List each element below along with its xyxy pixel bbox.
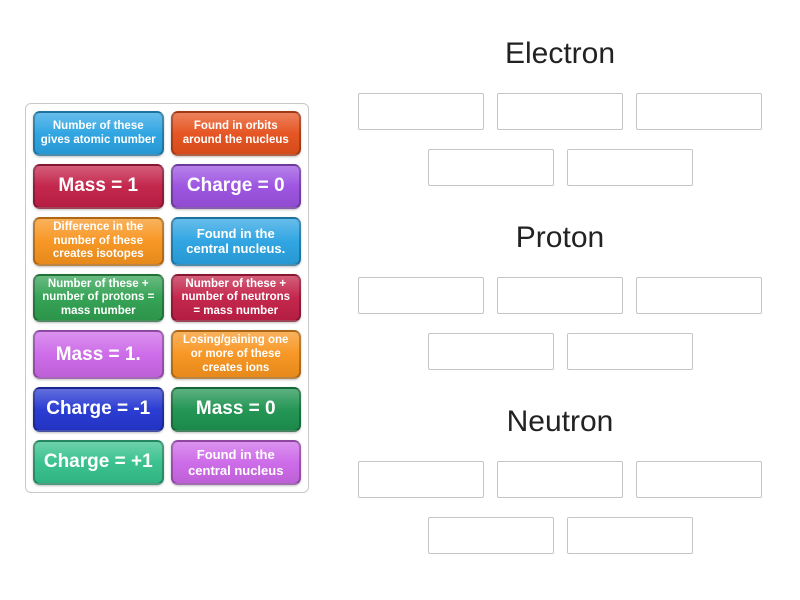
tile[interactable]: Number of these + number of neutrons = m… [170, 273, 301, 323]
tile-label: Losing/gaining one or more of these crea… [183, 334, 289, 374]
tile[interactable]: Difference in the number of these create… [33, 217, 164, 266]
drop-slot[interactable] [497, 277, 623, 314]
group-neutron: Neutron [352, 402, 768, 554]
tile[interactable]: Mass = 0 [170, 387, 301, 433]
group-electron: Electron [352, 34, 768, 186]
tile-label: Found in the central nucleus. [186, 226, 286, 257]
tile-label: Charge = +1 [43, 451, 153, 473]
tile[interactable]: Losing/gaining one or more of these crea… [170, 330, 301, 380]
tile-label: Mass = 0 [195, 398, 276, 420]
tile-label: Mass = 1 [58, 175, 139, 197]
group-proton: Proton [352, 218, 768, 370]
tile[interactable]: Charge = +1 [33, 440, 164, 486]
slot-row [352, 461, 768, 498]
tile-label: Number of these + number of neutrons = m… [181, 277, 291, 317]
group-header-neutron: Neutron [506, 405, 614, 438]
slot-row [352, 517, 768, 554]
tile-label: Mass = 1. [55, 343, 141, 365]
drop-slot[interactable] [566, 333, 693, 370]
slot-row [352, 149, 768, 186]
drop-slot[interactable] [427, 517, 554, 554]
slot-row [352, 333, 768, 370]
drop-slot[interactable] [358, 277, 484, 314]
tile[interactable]: Charge = 0 [170, 164, 301, 209]
tile-label: Found in the central nucleus [188, 447, 284, 478]
tile[interactable]: Number of these gives atomic number [33, 111, 164, 156]
drop-slot[interactable] [358, 93, 484, 130]
tile-label: Charge = -1 [46, 398, 151, 420]
tile[interactable]: Charge = -1 [33, 387, 164, 433]
drop-slot[interactable] [636, 277, 762, 314]
groups-area: Electron Proton Neutron [352, 34, 768, 554]
tile[interactable]: Found in the central nucleus. [170, 217, 301, 266]
tile-label: Difference in the number of these create… [52, 221, 144, 261]
drop-slot[interactable] [497, 93, 623, 130]
tile[interactable]: Mass = 1 [33, 164, 164, 209]
drop-slot[interactable] [427, 149, 554, 186]
drop-slot[interactable] [427, 333, 554, 370]
tile-label: Found in orbits around the nucleus [182, 119, 289, 146]
tile-label: Charge = 0 [186, 175, 285, 197]
drop-slot[interactable] [566, 149, 693, 186]
tile[interactable]: Mass = 1. [33, 330, 164, 380]
tile[interactable]: Number of these + number of protons = ma… [33, 273, 164, 323]
drop-slot[interactable] [358, 461, 484, 498]
tile-label: Number of these gives atomic number [40, 119, 156, 146]
slot-row [352, 277, 768, 314]
group-header-proton: Proton [515, 221, 605, 254]
group-header-electron: Electron [504, 37, 616, 70]
drop-slot[interactable] [636, 461, 762, 498]
slot-row [352, 93, 768, 130]
drop-slot[interactable] [566, 517, 693, 554]
drop-slot[interactable] [497, 461, 623, 498]
tile-label: Number of these + number of protons = ma… [42, 277, 155, 317]
tile[interactable]: Found in orbits around the nucleus [170, 111, 301, 156]
drop-slot[interactable] [636, 93, 762, 130]
tile[interactable]: Found in the central nucleus [170, 440, 301, 486]
